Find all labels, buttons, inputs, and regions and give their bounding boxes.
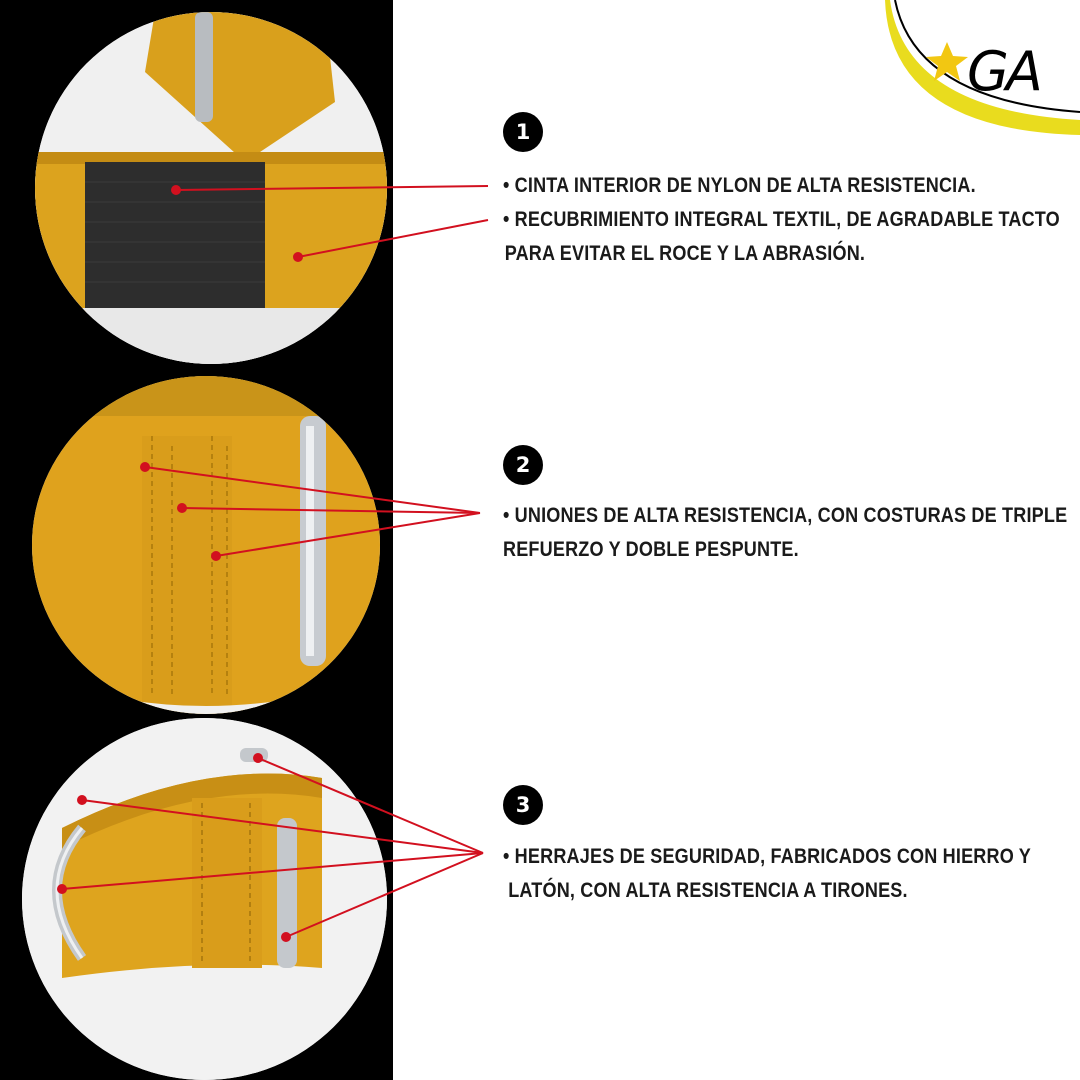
collar-hardware-illustration	[22, 718, 387, 1080]
feature-line: • UNIONES DE ALTA RESISTENCIA, CON COSTU…	[503, 504, 1068, 527]
detail-photo-hardware	[22, 718, 387, 1080]
feature-number-1: 1	[503, 112, 543, 152]
feature-text-stitching: • UNIONES DE ALTA RESISTENCIA, CON COSTU…	[503, 499, 1067, 567]
feature-text-nylon-strap: • CINTA INTERIOR DE NYLON DE ALTA RESIST…	[503, 169, 976, 203]
collar-nylon-illustration	[35, 12, 387, 364]
brand-logo-text: GA	[967, 40, 1043, 103]
detail-photo-stitching	[32, 376, 380, 714]
feature-line: REFUERZO Y DOBLE PESPUNTE.	[503, 538, 799, 561]
star-icon	[926, 42, 968, 81]
feature-line: • CINTA INTERIOR DE NYLON DE ALTA RESIST…	[503, 174, 976, 197]
feature-line: PARA EVITAR EL ROCE Y LA ABRASIÓN.	[504, 242, 866, 265]
feature-number-3: 3	[503, 785, 543, 825]
collar-stitching-illustration	[32, 376, 380, 714]
feature-text-hardware: • HERRAJES DE SEGURIDAD, FABRICADOS CON …	[503, 840, 1031, 908]
feature-number-2: 2	[503, 445, 543, 485]
feature-line: • HERRAJES DE SEGURIDAD, FABRICADOS CON …	[503, 845, 1032, 868]
feature-text-textile-cover: • RECUBRIMIENTO INTEGRAL TEXTIL, DE AGRA…	[503, 203, 1060, 271]
brand-logo	[885, 0, 1080, 135]
feature-line: LATÓN, CON ALTA RESISTENCIA A TIRONES.	[503, 879, 908, 902]
detail-photo-nylon-strap	[35, 12, 387, 364]
feature-line: • RECUBRIMIENTO INTEGRAL TEXTIL, DE AGRA…	[503, 208, 1060, 231]
